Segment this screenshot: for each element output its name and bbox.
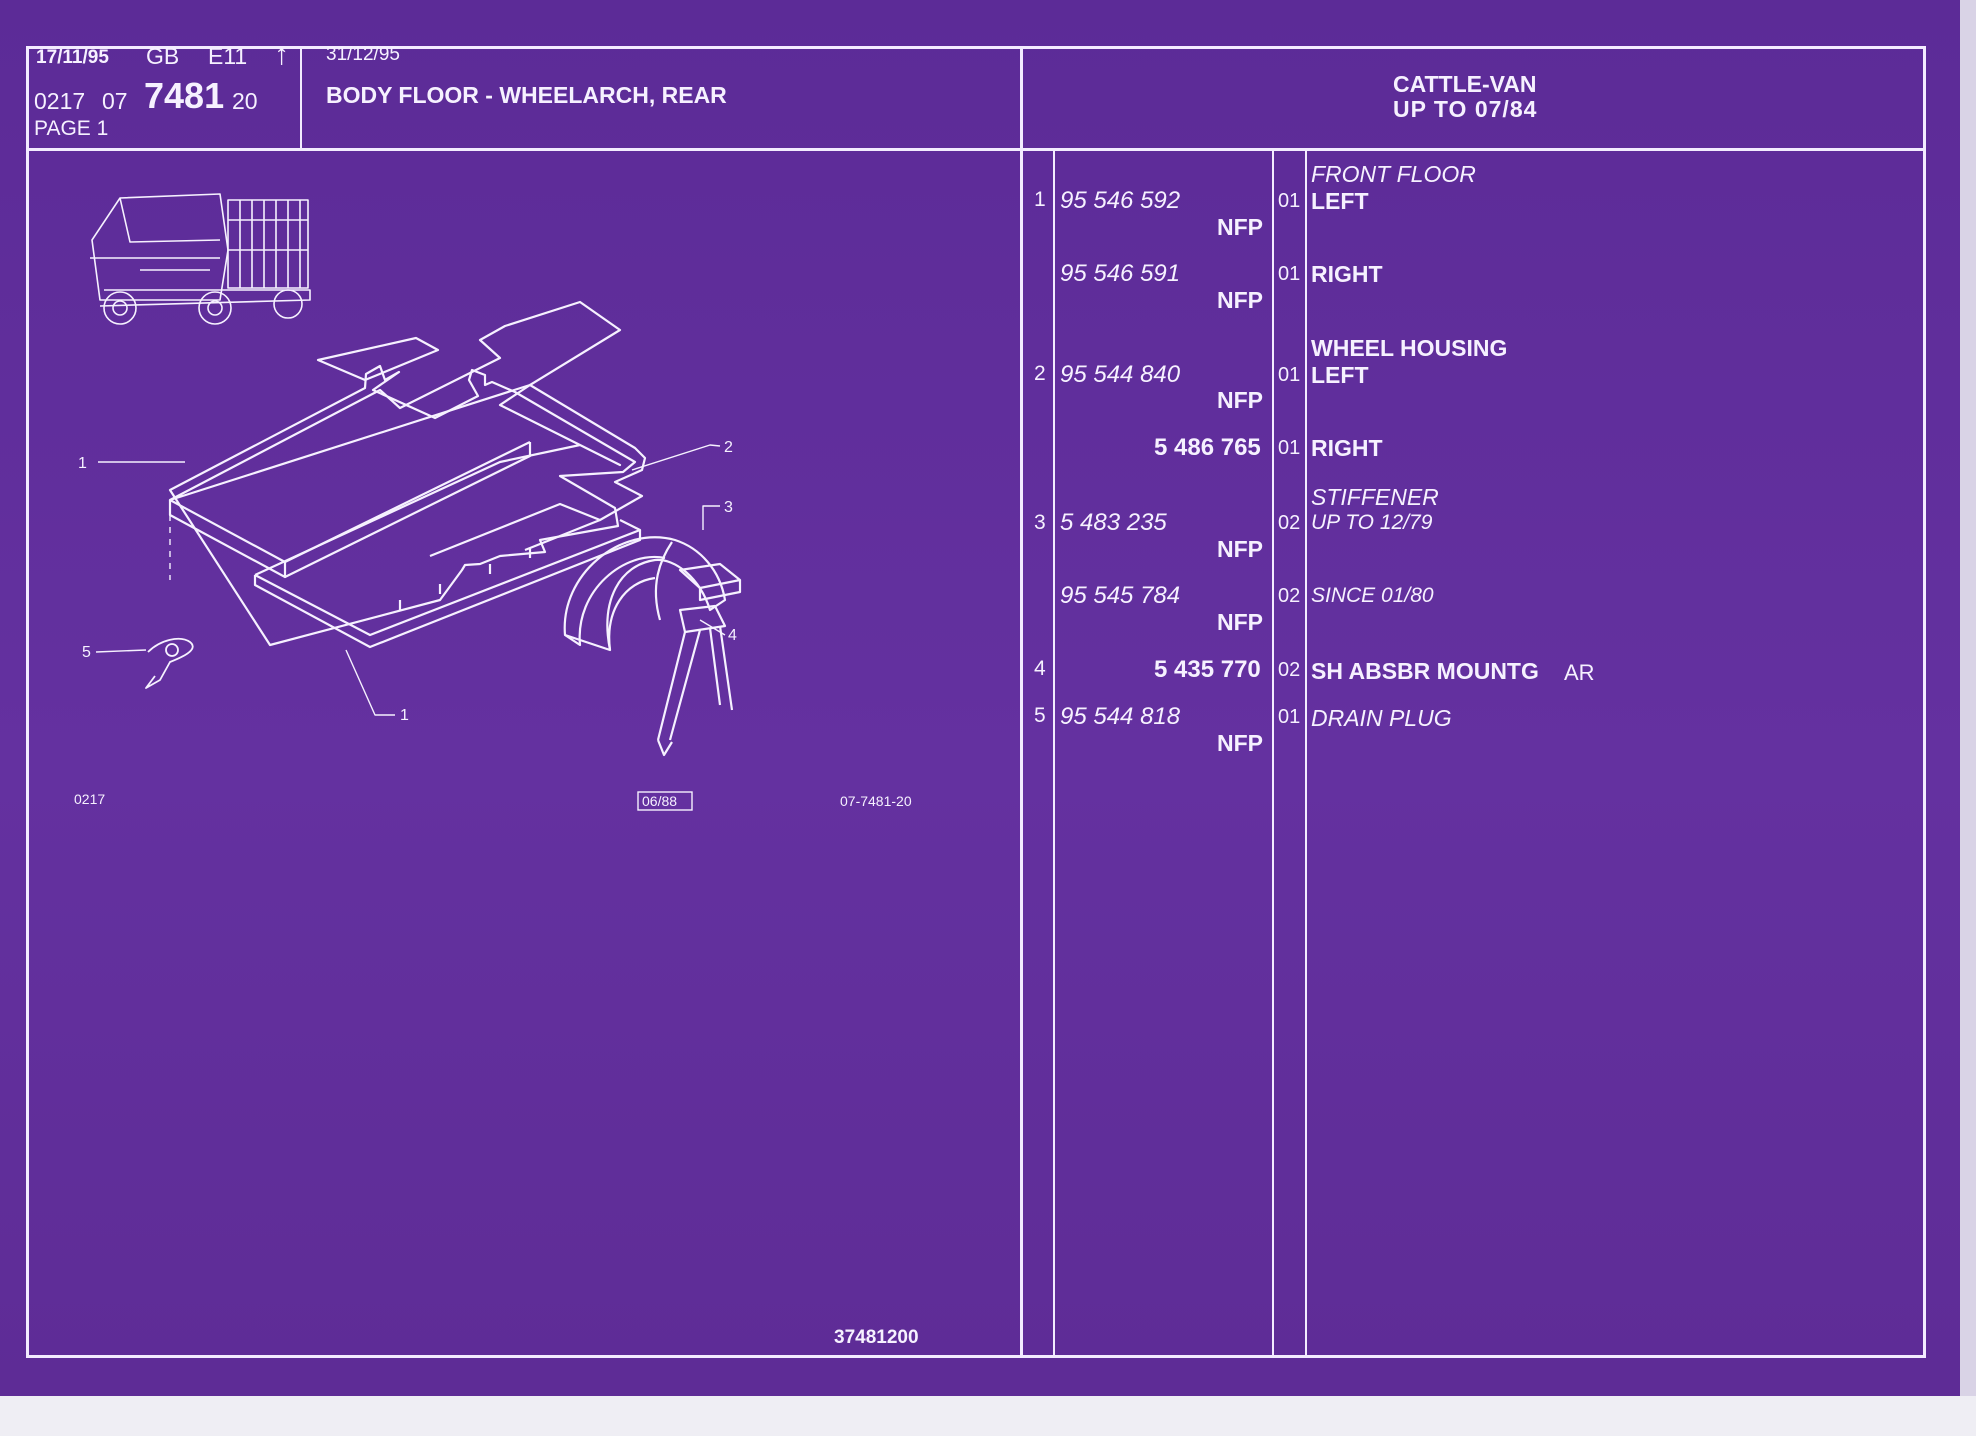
part-number: 95 546 592 [1060, 187, 1181, 214]
exploded-parts-diagram: 1 2 3 4 5 1 0217 06/88 07-7481-20 [74, 193, 912, 811]
diagram-date-stamp: 06/88 [642, 793, 677, 809]
nfp-flag: NFP [1217, 536, 1263, 562]
front-floor-panel [168, 364, 637, 647]
issue-date: 17/11/95 [36, 47, 109, 68]
item-number: 2 [1034, 362, 1046, 385]
quantity: 02 [1278, 585, 1301, 607]
item-number: 3 [1034, 511, 1046, 534]
part-description: SINCE 01/80 [1311, 584, 1434, 607]
quantity: 01 [1278, 437, 1301, 459]
valid-date: 31/12/95 [326, 44, 400, 65]
nfp-flag: NFP [1217, 214, 1263, 240]
edition: E11 [208, 43, 248, 69]
sub-code: 20 [232, 88, 258, 114]
callout-3: 3 [724, 499, 733, 516]
part-description: RIGHT [1311, 435, 1383, 461]
part-description: LEFT [1311, 362, 1369, 388]
item-number: 5 [1034, 704, 1046, 727]
date-stamp-box [637, 791, 693, 811]
diagram-model-code: 0217 [74, 791, 105, 807]
group-heading-wheel-housing: WHEEL HOUSING [1311, 335, 1508, 361]
part-number: 95 544 840 [1060, 361, 1181, 388]
page-title: BODY FLOOR - WHEELARCH, REAR [326, 82, 727, 108]
wheel-housing [563, 536, 727, 652]
nfp-flag: NFP [1217, 730, 1263, 756]
part-description-suffix: AR [1564, 660, 1595, 685]
drain-plug [145, 638, 194, 689]
callout-1: 1 [78, 455, 87, 472]
partno-col-divider [1272, 150, 1274, 1358]
quantity: 01 [1278, 190, 1301, 212]
part-description: LEFT [1311, 188, 1369, 214]
quantity: 02 [1278, 659, 1301, 681]
model-code: 0217 [34, 88, 86, 114]
quantity: 01 [1278, 364, 1301, 386]
scan-edge-bottom [0, 1396, 1976, 1436]
nfp-flag: NFP [1217, 609, 1263, 635]
parts-sheet: 17/11/95 GB E11 ↑ 0217 07 7481 20 PAGE 1… [0, 0, 1960, 1396]
drawing-reference: 07-7481-20 [840, 793, 912, 809]
stiffener [678, 562, 742, 602]
floor-panels [168, 300, 647, 649]
sheet-frame [26, 46, 1926, 1358]
scan-edge-right [1960, 0, 1976, 1436]
table-divider [1020, 46, 1023, 1358]
callout-labels: 1 2 3 4 5 1 [78, 439, 737, 724]
quantity: 02 [1278, 512, 1301, 534]
part-number: 5 483 235 [1060, 509, 1167, 536]
page-number: PAGE 1 [34, 117, 109, 140]
part-description: SH ABSBR MOUNTG [1311, 658, 1539, 684]
part-number: 5 486 765 [1154, 434, 1261, 461]
item-col-divider [1053, 150, 1055, 1358]
part-number: 5 435 770 [1154, 656, 1261, 683]
item-number: 4 [1034, 657, 1046, 680]
group-heading-stiffener: STIFFENER [1311, 484, 1439, 510]
plate-number: 7481 [144, 75, 225, 116]
callout-1b: 1 [400, 707, 409, 724]
up-arrow-icon: ↑ [274, 38, 289, 71]
footer-code: 37481200 [834, 1327, 919, 1348]
callout-2: 2 [724, 439, 733, 456]
group-code: 07 [102, 88, 128, 114]
header-divider [26, 148, 1926, 151]
part-description: DRAIN PLUG [1311, 705, 1452, 731]
callout-4: 4 [728, 627, 737, 644]
shock-absorber-mounting [656, 604, 734, 757]
vehicle-validity: UP TO 07/84 [1393, 96, 1538, 122]
part-number: 95 546 591 [1060, 260, 1181, 287]
header-col-divider [300, 46, 302, 150]
qty-col-divider [1305, 150, 1307, 1358]
nfp-flag: NFP [1217, 287, 1263, 313]
item-number: 1 [1034, 188, 1046, 211]
part-description: RIGHT [1311, 261, 1383, 287]
quantity: 01 [1278, 263, 1301, 285]
part-description: UP TO 12/79 [1311, 511, 1433, 534]
part-number: 95 545 784 [1060, 582, 1181, 609]
country-code: GB [146, 43, 180, 69]
group-heading-front-floor: FRONT FLOOR [1311, 161, 1476, 187]
vehicle-thumbnail [90, 193, 311, 325]
quantity: 01 [1278, 706, 1301, 728]
part-number: 95 544 818 [1060, 703, 1181, 730]
callout-5: 5 [82, 644, 91, 661]
nfp-flag: NFP [1217, 387, 1263, 413]
vehicle-model: CATTLE-VAN [1393, 71, 1537, 97]
